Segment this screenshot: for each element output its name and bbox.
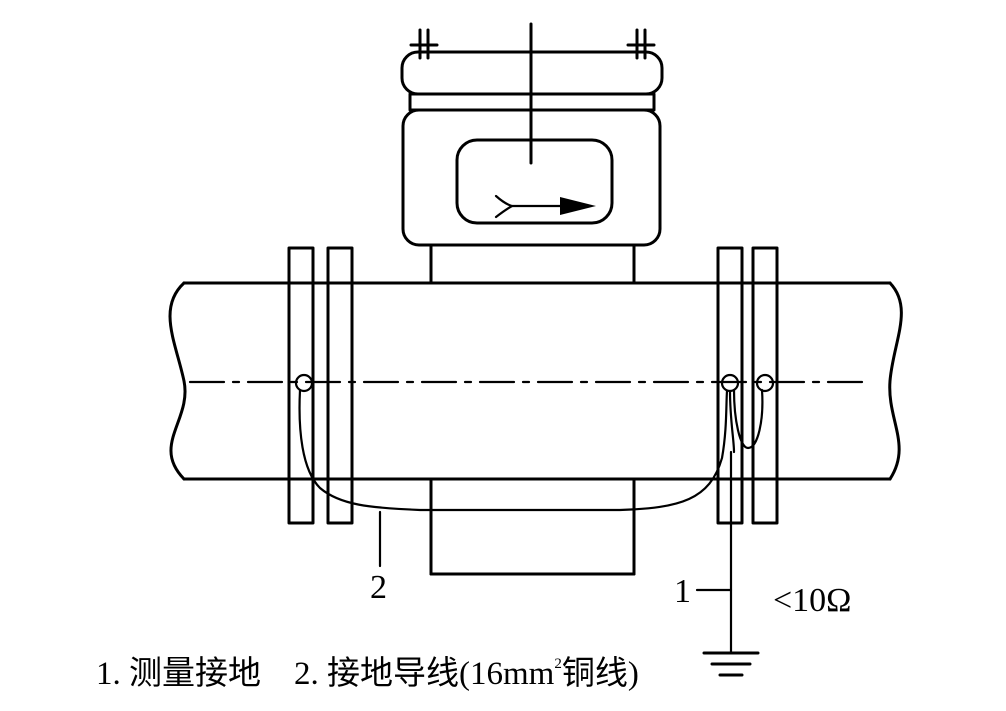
right-ground-lug-2 [755, 373, 775, 393]
left-flanges [287, 246, 354, 525]
flow-direction-arrow-icon [494, 194, 596, 219]
meter-body [429, 477, 636, 576]
caption: 1. 测量接地 2. 接地导线(16mm2铜线) [96, 646, 639, 694]
left-meter-flange [326, 246, 354, 525]
pipe-left-break [168, 281, 187, 481]
resistance-label: <10Ω [773, 582, 851, 619]
grounding-wire [294, 373, 775, 568]
left-ground-lug [294, 373, 314, 393]
left-pipe-flange [287, 246, 315, 525]
display-window [455, 138, 614, 225]
right-pipe-flange [751, 246, 779, 525]
pipe-right-break [888, 281, 903, 481]
wire-label: 2 [370, 569, 387, 606]
right-flanges [716, 246, 779, 525]
measurement-ground [695, 450, 760, 677]
transmitter-head [400, 22, 664, 284]
ground-symbol-icon [702, 651, 760, 677]
caption-item-2: 2. 接地导线(16mm2铜线) [294, 656, 639, 692]
pipe [168, 281, 903, 481]
ground-label: 1 [674, 573, 691, 610]
caption-item-1: 1. 测量接地 [96, 656, 261, 692]
